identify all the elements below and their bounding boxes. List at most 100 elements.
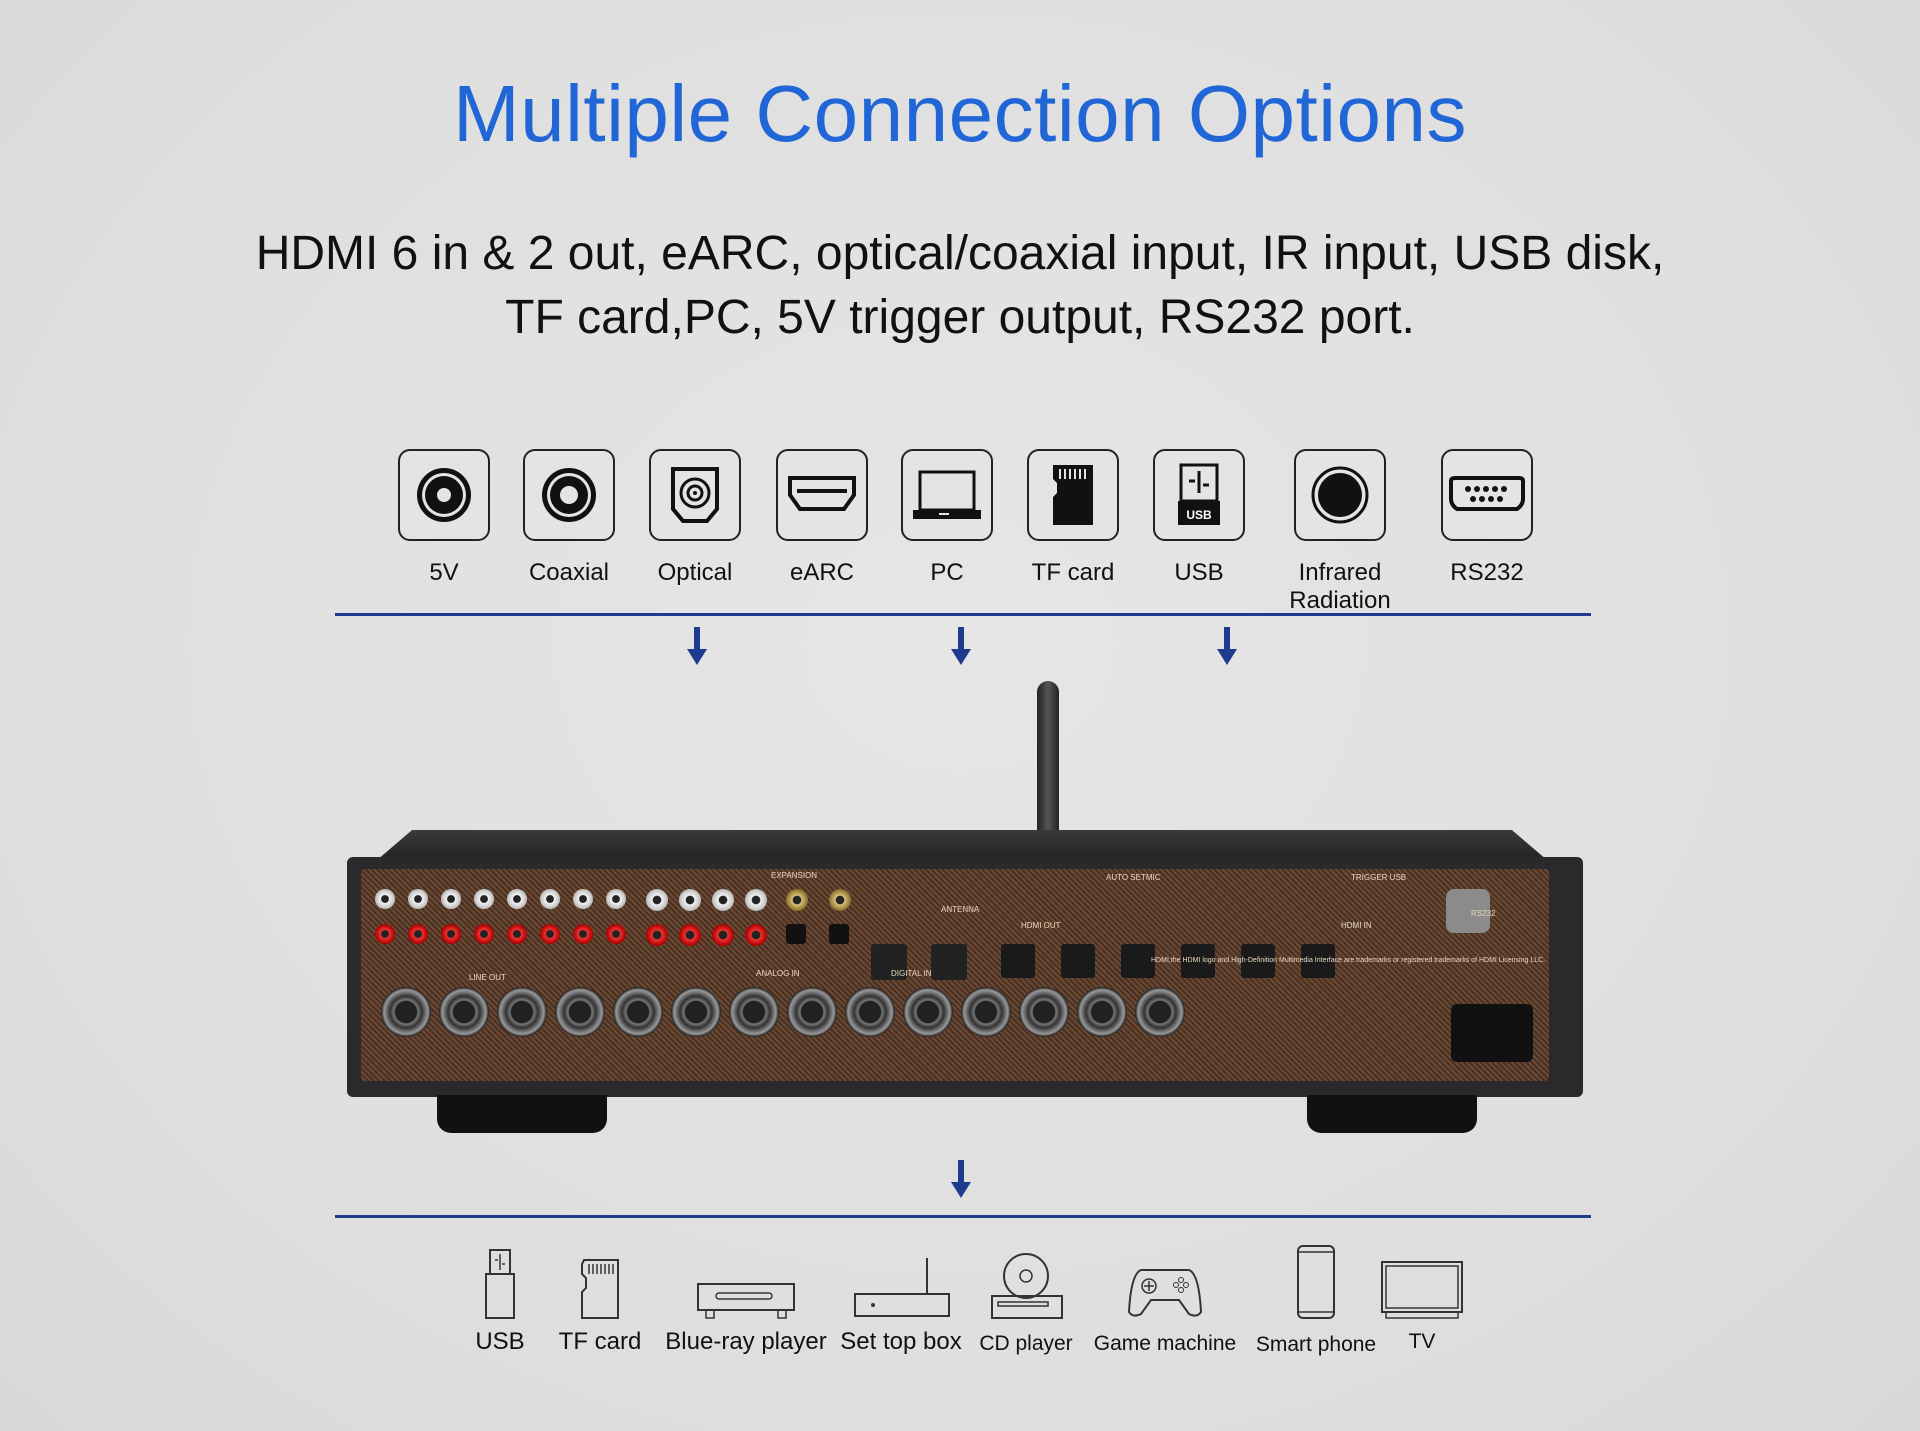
rca-jack-white — [474, 889, 494, 909]
device-foot — [1307, 1095, 1477, 1133]
input-label-5v: 5V — [429, 559, 459, 586]
analog-in-label: ANALOG IN — [756, 969, 800, 978]
subtitle-line-2: TF card,PC, 5V trigger output, RS232 por… — [505, 291, 1415, 344]
coaxial-jack — [786, 889, 808, 911]
digital-in-label: DIGITAL IN — [891, 969, 932, 978]
xlr-jack — [497, 987, 547, 1037]
arrow-down-icon — [1217, 627, 1237, 665]
hdmi-in-port — [1001, 944, 1035, 978]
output-label-cd-player: CD player — [979, 1332, 1073, 1355]
usb-stick-icon — [440, 1240, 560, 1320]
input-label-earc: eARC — [789, 559, 855, 586]
rca-jack-white — [712, 889, 734, 911]
device-body: ANTENNA HDMI OUT HDMI IN RS232 LINE OUT … — [347, 857, 1583, 1097]
coaxial-jack — [829, 889, 851, 911]
xlr-jack — [1077, 987, 1127, 1037]
optical-jack — [786, 924, 806, 944]
rca-jack-white — [679, 889, 701, 911]
xlr-jack — [845, 987, 895, 1037]
power-inlet — [1451, 1004, 1533, 1062]
xlr-jack — [729, 987, 779, 1037]
rca-jack-red — [474, 924, 494, 944]
xlr-jack — [961, 987, 1011, 1037]
output-label-usb: USB — [475, 1328, 525, 1355]
hdmi-out-port — [871, 944, 907, 980]
arrow-down-icon — [687, 627, 707, 665]
xlr-jack — [1135, 987, 1185, 1037]
serial-port-icon — [1441, 449, 1533, 541]
rca-jack-red — [507, 924, 527, 944]
device-foot — [437, 1095, 607, 1133]
rca-jack-red — [679, 924, 701, 946]
xlr-jack — [1019, 987, 1069, 1037]
usb-icon: USB — [1153, 449, 1245, 541]
rca-jack-red — [441, 924, 461, 944]
trigger-usb-label: TRIGGER USB — [1351, 873, 1407, 882]
xlr-jack — [555, 987, 605, 1037]
smartphone-icon — [1256, 1240, 1376, 1320]
tv-icon — [1362, 1240, 1482, 1320]
hdmi-in-port — [1121, 944, 1155, 978]
sd-card-icon — [540, 1240, 660, 1320]
rca-jack-white — [646, 889, 668, 911]
bottom-divider — [335, 1215, 1591, 1218]
set-top-box-icon — [841, 1240, 961, 1320]
output-label-smart-phone: Smart phone — [1255, 1333, 1377, 1356]
input-label-usb: USB — [1174, 559, 1224, 586]
top-divider — [335, 613, 1591, 616]
arrow-down-icon — [951, 627, 971, 665]
rs232-label: RS232 — [1471, 909, 1496, 918]
hdmi-icon — [776, 449, 868, 541]
gamepad-icon — [1105, 1240, 1225, 1320]
page-title: Multiple Connection Options — [452, 69, 1468, 158]
input-label-pc: PC — [930, 559, 964, 586]
rca-jack-red — [606, 924, 626, 944]
output-label-tf-card: TF card — [558, 1328, 642, 1355]
xlr-jack — [671, 987, 721, 1037]
xlr-jack — [613, 987, 663, 1037]
sd-card-icon — [1027, 449, 1119, 541]
xlr-jack — [903, 987, 953, 1037]
optical-icon — [649, 449, 741, 541]
infrared-icon — [1294, 449, 1386, 541]
rca-jack-white — [573, 889, 593, 909]
bronze-panel: ANTENNA HDMI OUT HDMI IN RS232 LINE OUT … — [361, 869, 1549, 1081]
rca-jack-white — [441, 889, 461, 909]
device-top — [377, 830, 1547, 860]
input-label-coaxial: Coaxial — [528, 559, 610, 586]
rca-jack-red — [375, 924, 395, 944]
rca-jack-white — [507, 889, 527, 909]
output-label-game-machine: Game machine — [1093, 1332, 1237, 1355]
hdmi-in-port — [1301, 944, 1335, 978]
rca-jack-white — [375, 889, 395, 909]
subtitle-line-1: HDMI 6 in & 2 out, eARC, optical/coaxial… — [255, 227, 1665, 280]
arrow-down-icon — [951, 1160, 971, 1198]
rs232-port — [1446, 889, 1490, 933]
rca-jack-red — [646, 924, 668, 946]
laptop-icon — [901, 449, 993, 541]
rca-jack-white — [606, 889, 626, 909]
hdmi-out-label: HDMI OUT — [1021, 921, 1061, 930]
xlr-jack — [381, 987, 431, 1037]
rca-jack-red — [408, 924, 428, 944]
xlr-jack — [787, 987, 837, 1037]
input-label-tf-card: TF card — [1031, 559, 1115, 586]
hdmi-in-port — [1181, 944, 1215, 978]
hdmi-out-port — [931, 944, 967, 980]
hdmi-in-label: HDMI IN — [1341, 921, 1372, 930]
coaxial-icon — [523, 449, 615, 541]
av-processor-rear-panel: ANTENNA HDMI OUT HDMI IN RS232 LINE OUT … — [347, 675, 1583, 1165]
cd-player-icon — [966, 1240, 1086, 1320]
rca-jack-red — [540, 924, 560, 944]
expansion-label: EXPANSION — [771, 871, 818, 880]
dc-jack-icon — [398, 449, 490, 541]
svg-text:USB: USB — [1186, 508, 1212, 522]
input-label-rs232: RS232 — [1450, 559, 1524, 586]
xlr-jack — [439, 987, 489, 1037]
hdmi-in-port — [1241, 944, 1275, 978]
hdmi-in-port — [1061, 944, 1095, 978]
output-label-tv: TV — [1408, 1330, 1436, 1353]
hdmi-note: HDMI,the HDMI logo and High-Definition M… — [1151, 957, 1546, 964]
output-label-bluray: Blue-ray player — [665, 1328, 827, 1355]
auto-setmic-label: AUTO SETMIC — [1106, 873, 1161, 882]
